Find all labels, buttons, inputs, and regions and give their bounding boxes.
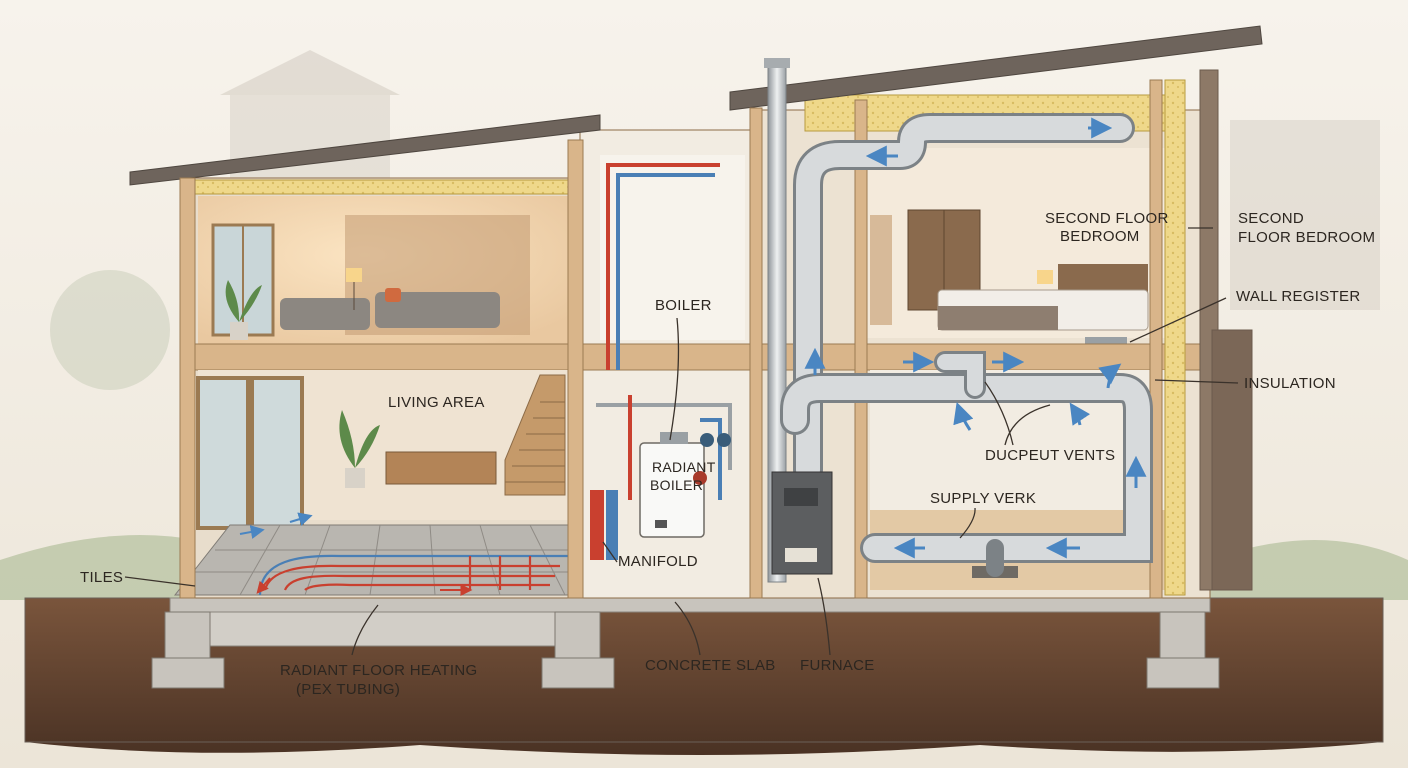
radiant-boiler: [639, 432, 705, 538]
label-ducpeut-vents: DUCPEUT VENTS: [985, 447, 1115, 464]
labels: SECOND FLOOR BEDROOM SECOND FLOOR BEDROO…: [80, 210, 1375, 698]
boiler-pipes: [596, 163, 732, 500]
glass-doors: [196, 376, 304, 530]
sofa: [280, 288, 500, 330]
label-supply-verk: SUPPLY VERK: [930, 490, 1036, 507]
label-concrete-slab: CONCRETE SLAB: [645, 657, 776, 674]
label-wall-register: WALL REGISTER: [1236, 288, 1360, 305]
footings: [151, 611, 1220, 689]
label-living-area: LIVING AREA: [388, 394, 485, 411]
label-second-floor-bedroom-side: SECOND FLOOR BEDROOM: [1238, 210, 1375, 246]
label-boiler: BOILER: [655, 297, 712, 314]
label-radiant-floor-heating: RADIANT FLOOR HEATING (PEX TUBING): [280, 662, 482, 698]
manifold-unit: [590, 490, 618, 560]
wall-register-grille: [1085, 337, 1127, 345]
plant-lower: [339, 410, 380, 488]
label-manifold: MANIFOLD: [618, 553, 698, 570]
foundation-slab: [169, 597, 1211, 613]
background-houses: [50, 50, 1380, 390]
bed: [937, 264, 1149, 331]
ductwork: [780, 113, 1153, 577]
label-radiant-boiler: RADIANT BOILER: [650, 459, 720, 493]
airflow-arrows: [804, 117, 1147, 559]
label-tiles: TILES: [80, 569, 123, 586]
roof-left: [129, 114, 601, 186]
wall-insulation: [1164, 79, 1186, 596]
label-insulation: INSULATION: [1244, 375, 1336, 392]
label-second-floor-bedroom-room: SECOND FLOOR BEDROOM: [1045, 210, 1173, 245]
siding: [1199, 69, 1253, 591]
leader-lines: [124, 227, 1239, 656]
roof-right: [729, 25, 1263, 111]
staircase: [504, 374, 566, 496]
sideboard: [385, 451, 497, 485]
pumps: [693, 433, 731, 485]
label-furnace: FURNACE: [800, 657, 875, 674]
plant-upper: [225, 280, 262, 340]
furnace-unit: [771, 471, 833, 575]
